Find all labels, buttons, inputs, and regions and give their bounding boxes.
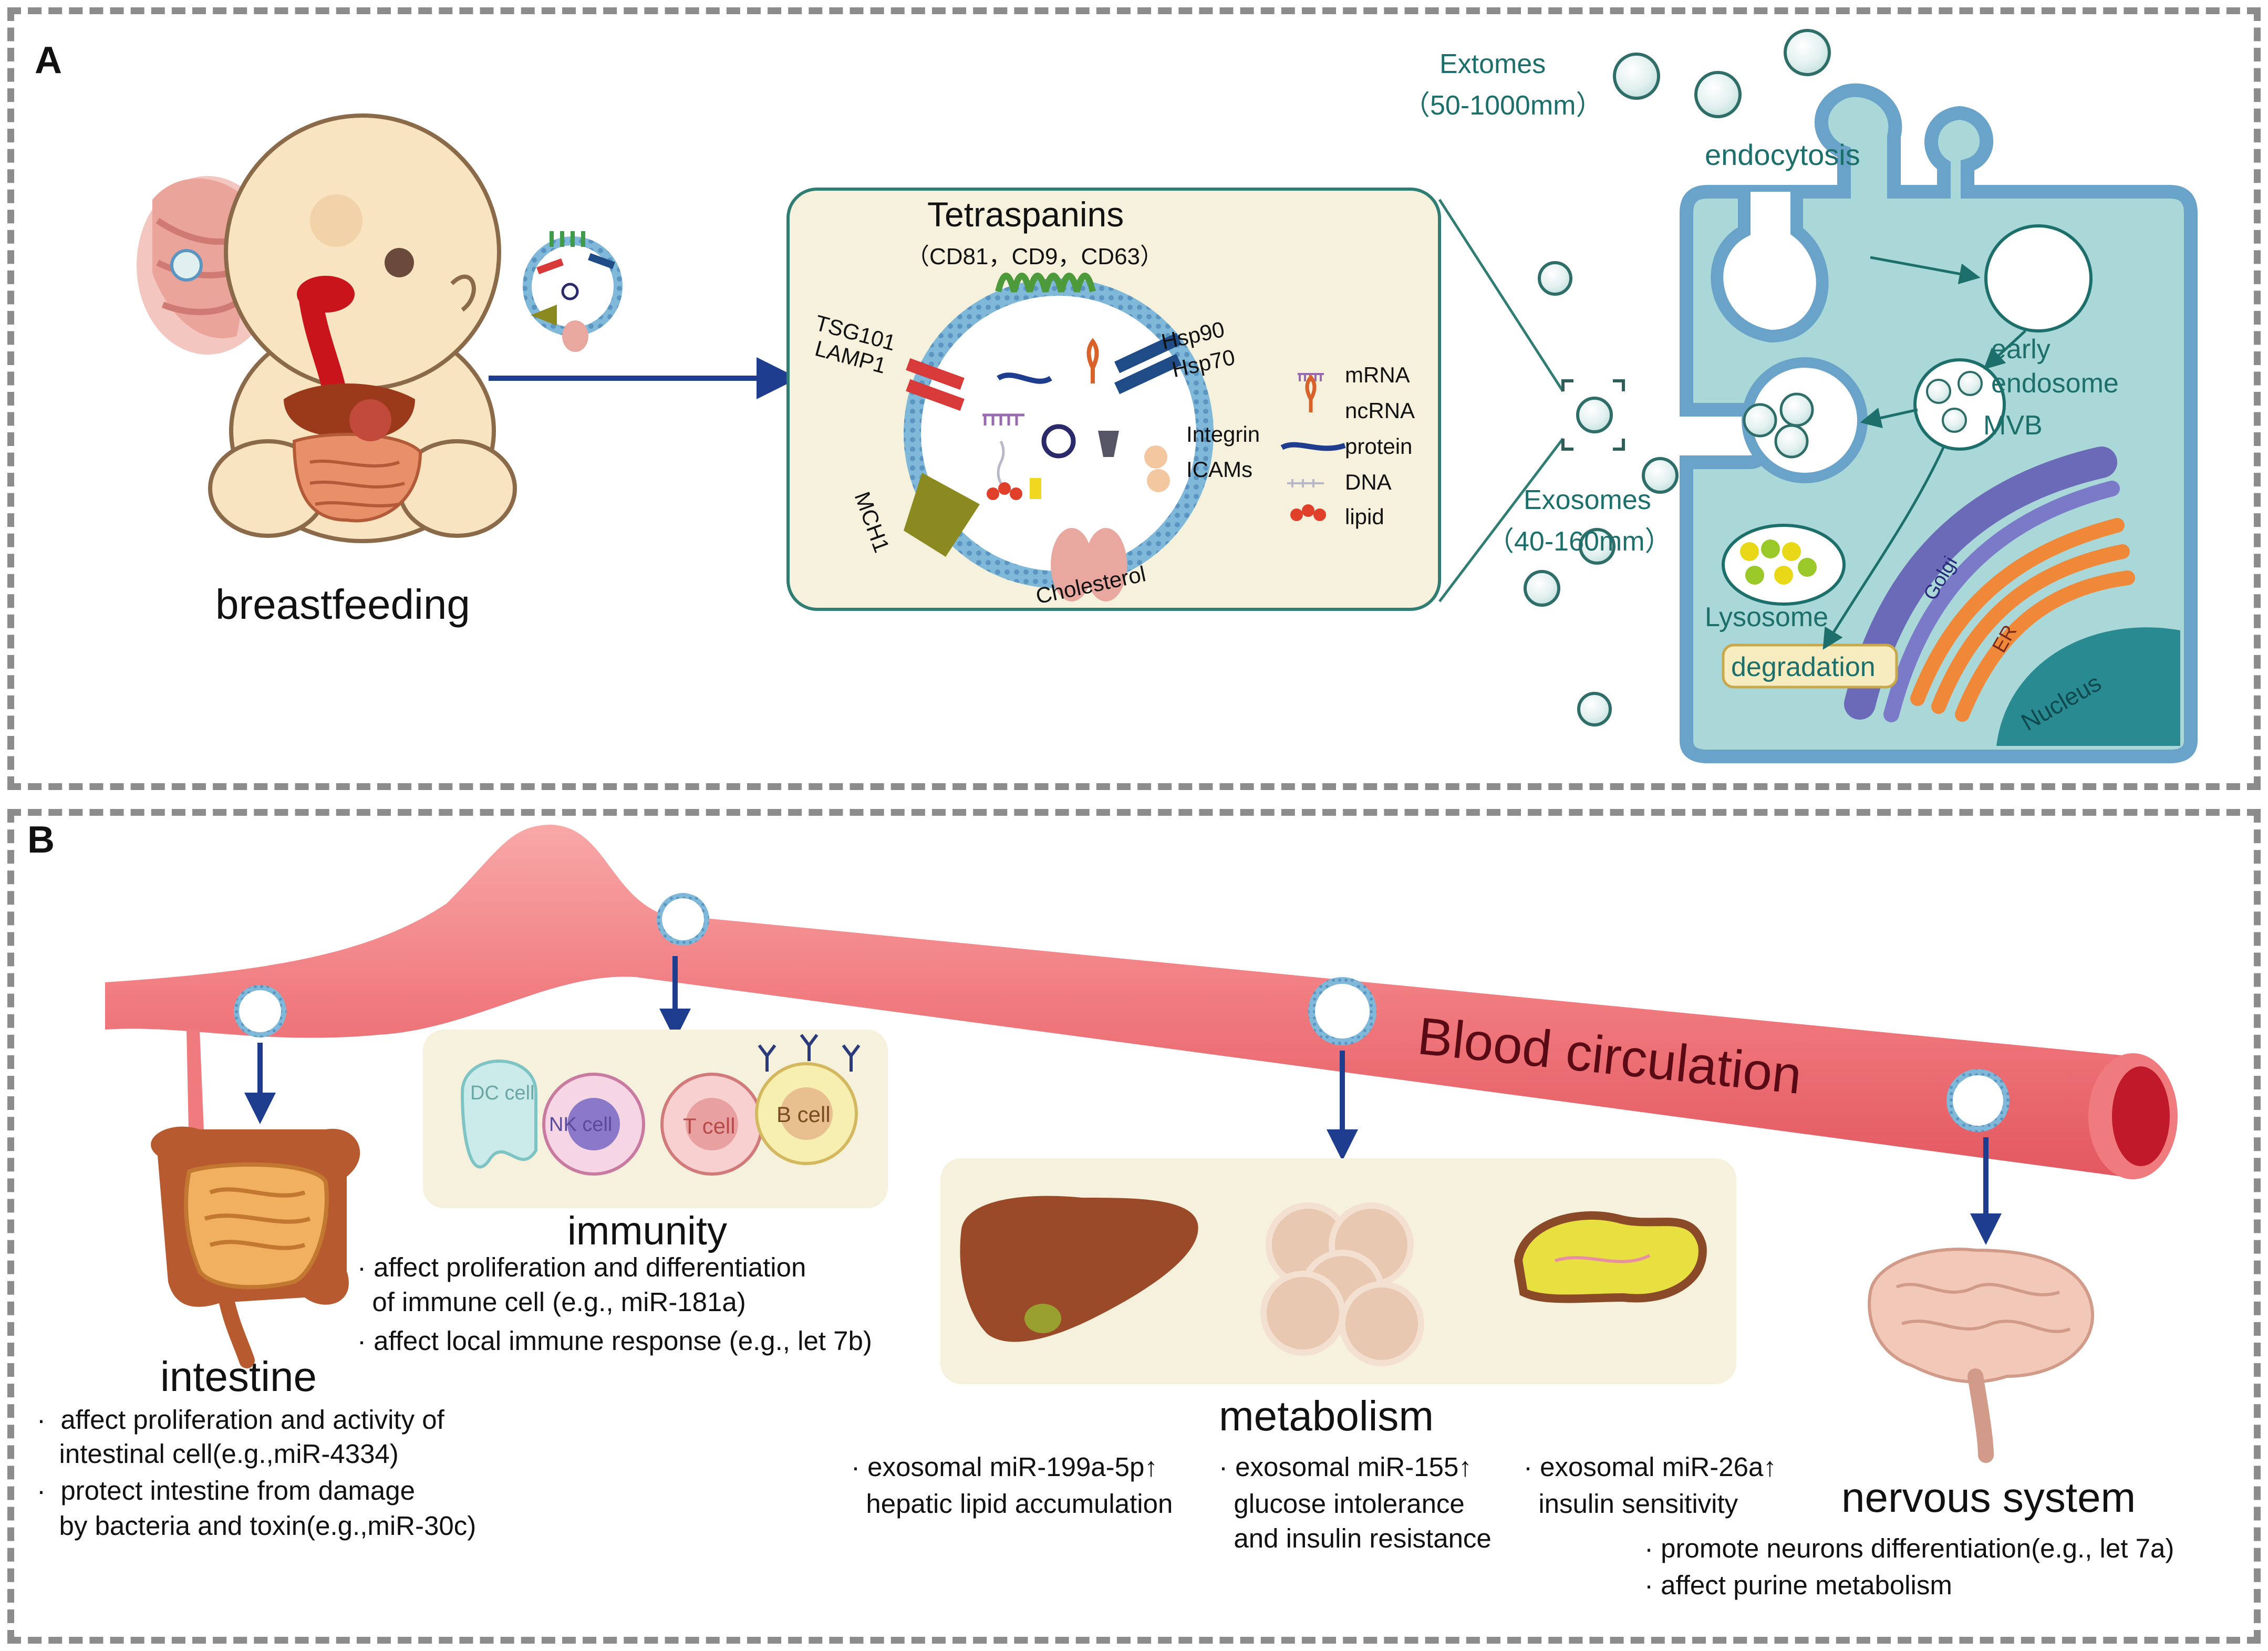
extomes-label: Extomes bbox=[1439, 49, 1546, 79]
exosome-focus-bracket bbox=[1561, 379, 1625, 451]
legend-mrna: mRNA bbox=[1345, 362, 1410, 387]
legend-icons bbox=[1280, 373, 1346, 521]
exosomes-size: （40-160mm） bbox=[1487, 526, 1672, 557]
small-exosome-icon bbox=[523, 231, 623, 352]
legend-ncrna: ncRNA bbox=[1345, 398, 1415, 423]
free-vesicles bbox=[1524, 29, 1831, 726]
legend-protein: protein bbox=[1345, 434, 1413, 459]
immunity-text-1: · affect proliferation and differentiati… bbox=[357, 1252, 806, 1282]
breastfeeding-label: breastfeeding bbox=[215, 581, 470, 628]
nervous-system-title: nervous system bbox=[1841, 1474, 2136, 1521]
liver-illustration bbox=[960, 1196, 1198, 1342]
blood-vessel bbox=[105, 825, 2178, 1179]
dc-cell-label: DC cell bbox=[470, 1082, 535, 1104]
lysosome-label: Lysosome bbox=[1705, 602, 1829, 632]
legend-dna: DNA bbox=[1345, 470, 1392, 494]
target-cell bbox=[1680, 83, 2198, 763]
tetraspanins-title: Tetraspanins bbox=[927, 195, 1124, 234]
baby-illustration bbox=[208, 113, 517, 543]
t-cell-label: T cell bbox=[683, 1114, 736, 1138]
metabolism-col2-3: and insulin resistance bbox=[1219, 1523, 1492, 1553]
integrin-label: Integrin bbox=[1186, 422, 1260, 447]
nervous-text-1: · promote neurons differentiation(e.g., … bbox=[1644, 1533, 2174, 1563]
metabolism-col2-2: glucose intolerance bbox=[1219, 1489, 1465, 1519]
immunity-box bbox=[423, 1030, 888, 1208]
panel-a-frame bbox=[7, 7, 2261, 790]
b-cell-label: B cell bbox=[776, 1102, 831, 1127]
immunity-text-3: · affect local immune response (e.g., le… bbox=[357, 1326, 872, 1356]
exosomes-label: Exosomes bbox=[1524, 485, 1651, 515]
panel-b-frame bbox=[7, 809, 2261, 1644]
adipocytes-illustration bbox=[1260, 1202, 1424, 1366]
panel-b-label: B bbox=[27, 819, 55, 861]
intestine-text-1: · affect proliferation and activity of bbox=[37, 1405, 444, 1435]
metabolism-col1-1: · exosomal miR-199a-5p↑ bbox=[851, 1452, 1158, 1482]
immunity-text-2: of immune cell (e.g., miR-181a) bbox=[357, 1287, 746, 1317]
down-arrows bbox=[244, 956, 2002, 1245]
degradation-label: degradation bbox=[1731, 652, 1876, 682]
metabolism-col3-1: · exosomal miR-26a↑ bbox=[1524, 1452, 1777, 1482]
panel-a-label: A bbox=[35, 39, 62, 81]
icams-label: ICAMs bbox=[1186, 457, 1252, 482]
intestine-illustration bbox=[151, 1126, 360, 1368]
intestine-text-4: by bacteria and toxin(e.g.,miR-30c) bbox=[37, 1511, 477, 1541]
metabolism-col2-1: · exosomal miR-155↑ bbox=[1219, 1452, 1472, 1482]
nervous-text-2: · affect purine metabolism bbox=[1644, 1570, 1952, 1600]
metabolism-title: metabolism bbox=[1219, 1393, 1434, 1439]
vessel-exosome-icons bbox=[234, 893, 2010, 1132]
pancreas-illustration bbox=[1514, 1211, 1707, 1303]
endocytosis-label: endocytosis bbox=[1705, 138, 1860, 171]
exosome-structure bbox=[904, 273, 1214, 601]
endosome-label: endosome bbox=[1991, 368, 2119, 399]
nk-cell-label: NK cell bbox=[549, 1114, 613, 1136]
intestine-text-2: intestinal cell(e.g.,miR-4334) bbox=[37, 1439, 399, 1469]
extomes-size: （50-1000mm） bbox=[1403, 90, 1603, 121]
legend-lipid: lipid bbox=[1345, 504, 1384, 529]
tetraspanins-subtitle: （CD81，CD9，CD63） bbox=[906, 244, 1164, 269]
mvb-label: MVB bbox=[1983, 410, 2043, 441]
immune-cells bbox=[460, 1034, 861, 1176]
brain-illustration bbox=[1868, 1248, 2095, 1463]
metabolism-col1-2: hepatic lipid accumulation bbox=[851, 1489, 1173, 1519]
intestine-title: intestine bbox=[160, 1353, 317, 1400]
intestine-text-3: · protect intestine from damage bbox=[37, 1476, 416, 1505]
immunity-title: immunity bbox=[567, 1209, 728, 1253]
metabolism-col3-2: insulin sensitivity bbox=[1524, 1489, 1738, 1519]
early-label: early bbox=[1991, 334, 2050, 365]
